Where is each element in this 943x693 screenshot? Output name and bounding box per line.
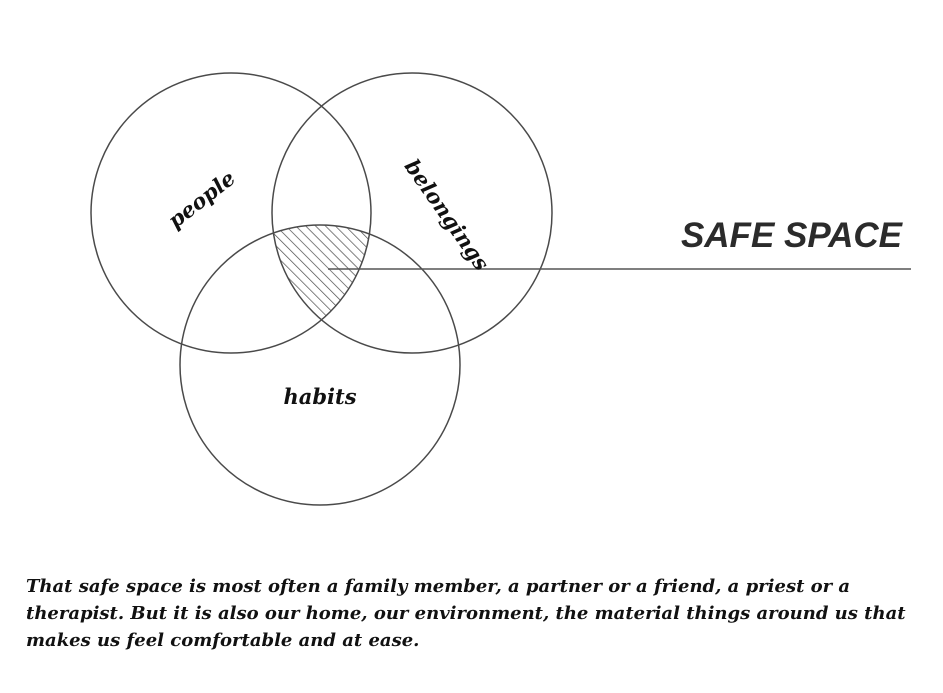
habits-label: habits: [283, 384, 356, 409]
people-circle: [90, 72, 372, 354]
safe-space-label: SAFE SPACE: [681, 216, 904, 255]
belongings-label: belongings: [400, 154, 495, 275]
habits-circle: [179, 224, 461, 506]
belongings-circle: [271, 72, 553, 354]
caption-text: That safe space is most often a family m…: [26, 576, 906, 651]
people-label: people: [163, 165, 240, 233]
safe-space-region: [272, 225, 371, 353]
